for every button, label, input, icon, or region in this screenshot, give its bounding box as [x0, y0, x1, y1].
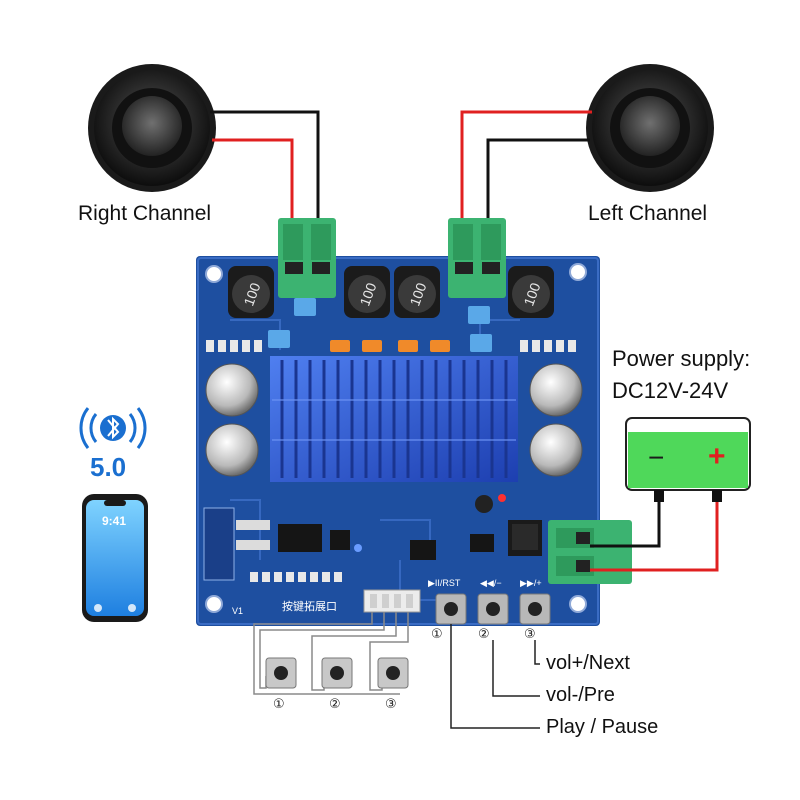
- smartphone-icon: [82, 494, 148, 622]
- right-wire-red: [212, 138, 294, 255]
- control-circuit: [410, 494, 542, 560]
- left-wire-black: [486, 138, 590, 255]
- button-label-next: ▶▶/+: [520, 578, 542, 588]
- inductor-marking: 100: [520, 280, 543, 308]
- onboard-buttons: [435, 593, 551, 625]
- inductor-marking: 100: [356, 280, 379, 308]
- inductors: [228, 266, 554, 318]
- power-terminal: [548, 520, 632, 584]
- button-label-play: ▶II/RST: [428, 578, 461, 588]
- left-channel-label: Left Channel: [588, 202, 708, 225]
- onboard-button-number-3: ③: [524, 626, 536, 641]
- bluetooth-version: 5.0: [90, 452, 127, 482]
- vol-up-next-label: vol+/Next: [546, 652, 630, 674]
- onboard-button-number-1: ①: [431, 626, 443, 641]
- left-wire-red: [460, 110, 592, 255]
- key-header-label: 按键拓展口: [282, 601, 337, 613]
- battery-minus-sign: −: [648, 442, 665, 473]
- external-button-number-1: ①: [273, 696, 285, 711]
- speaker-wires: [210, 110, 592, 255]
- power-wire-black: [590, 502, 661, 548]
- button-callout-lines: [450, 624, 540, 729]
- vol-down-pre-label: vol-/Pre: [546, 684, 615, 706]
- board-version-mark: V1: [232, 606, 244, 616]
- external-button-number-2: ②: [329, 696, 341, 711]
- battery: [625, 417, 751, 502]
- power-supply-voltage: DC12V-24V: [612, 378, 729, 403]
- film-capacitors: [268, 298, 492, 352]
- electrolytic-capacitors: [205, 363, 583, 477]
- power-wire-red: [590, 502, 719, 572]
- ceramic-capacitors: [330, 340, 450, 352]
- onboard-button-number-2: ②: [478, 626, 490, 641]
- bluetooth-icon: [79, 407, 147, 449]
- power-supply-title: Power supply:: [612, 346, 751, 371]
- right-wire-black: [210, 110, 320, 255]
- left-speaker: [586, 64, 714, 192]
- external-buttons: [265, 657, 409, 689]
- play-pause-label: Play / Pause: [546, 716, 659, 738]
- right-channel-label: Right Channel: [78, 202, 212, 225]
- resistor-rows: [206, 340, 576, 352]
- inductor-marking: 100: [406, 280, 429, 308]
- key-expansion-header: [363, 589, 421, 613]
- left-speaker-terminal: [448, 218, 506, 298]
- bluetooth-module: [203, 507, 362, 582]
- right-speaker: [88, 64, 216, 192]
- button-label-prev: ◀◀/−: [480, 578, 502, 588]
- phone-time: 9:41: [102, 514, 127, 528]
- heatsink: [270, 356, 518, 482]
- power-wires: [590, 502, 719, 572]
- external-button-number-3: ③: [385, 696, 397, 711]
- battery-plus-sign: +: [708, 440, 726, 473]
- right-speaker-terminal: [278, 218, 336, 298]
- inductor-marking: 100: [240, 280, 263, 308]
